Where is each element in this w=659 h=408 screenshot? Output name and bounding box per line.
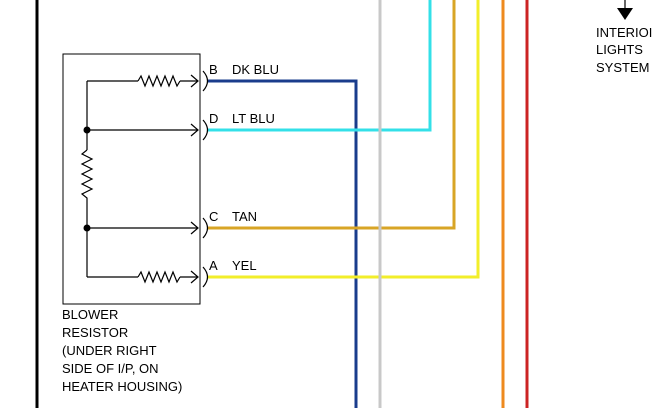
resistor-symbol-top [137,74,181,88]
connector-terminals [190,70,209,288]
down-arrow-icon [617,8,633,20]
component-name-line: SIDE OF I/P, ON [62,361,159,376]
blower-resistor-box [62,53,201,305]
cavity-label-a: A [209,258,218,273]
component-name-line: RESISTOR [62,325,128,340]
wire-group [208,0,529,408]
reference-label-line: SYSTEM [596,60,649,75]
dk-blu-wire [208,79,358,408]
yel-wire [208,0,480,279]
junction-dot [83,224,91,232]
component-name-line: (UNDER RIGHT [62,343,157,358]
resistor-symbol-middle [80,149,94,205]
resistor-internal-circuit [80,74,197,284]
tan-wire [208,0,456,230]
junction-dot [83,126,91,134]
component-name-line: HEATER HOUSING) [62,379,182,394]
wire-color-label-tan: TAN [232,209,257,224]
resistor-symbol-bottom [137,270,181,284]
wire-color-label-lt-blu: LT BLU [232,111,275,126]
wire-color-label-yel: YEL [232,258,257,273]
reference-label-line: LIGHTS [596,42,643,57]
cavity-label-c: C [209,209,218,224]
cavity-label-b: B [209,62,218,77]
component-name: BLOWER RESISTOR (UNDER RIGHT SIDE OF I/P… [62,307,182,394]
cavity-label-d: D [209,111,218,126]
wire-color-label-dk-blu: DK BLU [232,62,279,77]
component-name-line: BLOWER [62,307,118,322]
reference-label-line: INTERIOI [596,25,652,40]
lt-blu-wire [208,0,432,132]
